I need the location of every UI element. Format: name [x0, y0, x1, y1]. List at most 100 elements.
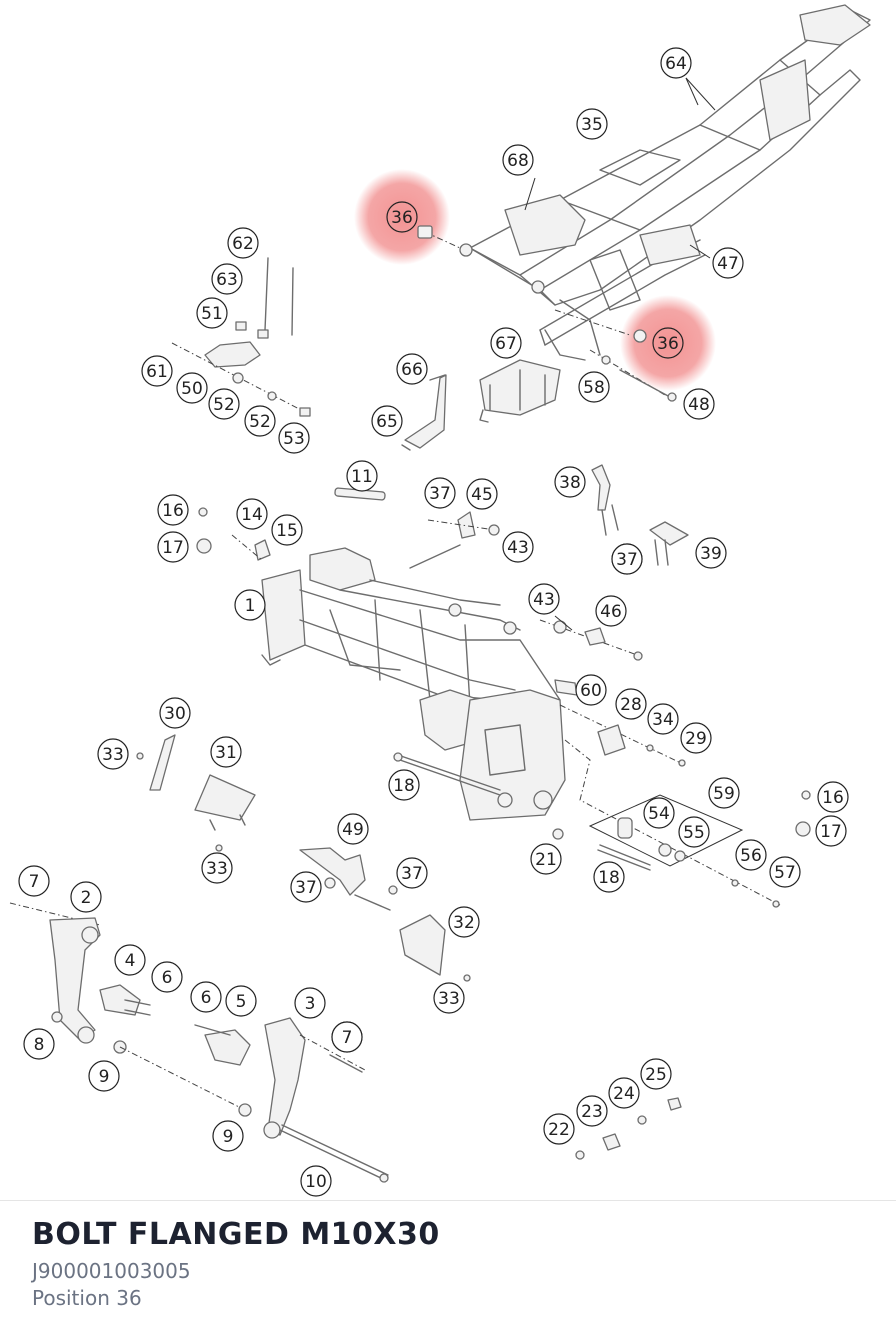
callout[interactable]: 58: [578, 371, 610, 403]
callout-circle: [176, 372, 208, 404]
callout-circle: [88, 1060, 120, 1092]
callout[interactable]: 7: [331, 1021, 363, 1053]
callout[interactable]: 29: [680, 722, 712, 754]
callout[interactable]: 2: [70, 881, 102, 913]
callout[interactable]: 4: [114, 944, 146, 976]
callout-label: 37: [401, 864, 423, 884]
callout[interactable]: 22: [543, 1113, 575, 1145]
callout[interactable]: 17: [815, 815, 847, 847]
callout[interactable]: 14: [236, 498, 268, 530]
callout[interactable]: 65: [371, 405, 403, 437]
callout[interactable]: 63: [211, 263, 243, 295]
callout[interactable]: 38: [554, 466, 586, 498]
callout-circle: [769, 856, 801, 888]
callout[interactable]: 59: [708, 777, 740, 809]
callout-label: 39: [700, 544, 722, 564]
callout[interactable]: 24: [608, 1077, 640, 1109]
callout[interactable]: 35: [576, 108, 608, 140]
callout[interactable]: 16: [817, 781, 849, 813]
callout-circle: [159, 697, 191, 729]
callout[interactable]: 11: [346, 460, 378, 492]
callout[interactable]: 34: [647, 703, 679, 735]
callout-circle: [70, 881, 102, 913]
callout[interactable]: 31: [210, 736, 242, 768]
callout[interactable]: 25: [640, 1058, 672, 1090]
callout[interactable]: 33: [97, 738, 129, 770]
callout[interactable]: 30: [159, 697, 191, 729]
callout[interactable]: 55: [678, 816, 710, 848]
callout[interactable]: 57: [769, 856, 801, 888]
callout[interactable]: 64: [660, 47, 692, 79]
callout[interactable]: 15: [271, 514, 303, 546]
callout[interactable]: 49: [337, 813, 369, 845]
callout[interactable]: 51: [196, 297, 228, 329]
callout[interactable]: 9: [212, 1120, 244, 1152]
callout[interactable]: 16: [157, 494, 189, 526]
callout[interactable]: 37: [396, 857, 428, 889]
callout-circle: [300, 1165, 332, 1197]
callout[interactable]: 56: [735, 839, 767, 871]
callout[interactable]: 45: [466, 478, 498, 510]
callout[interactable]: 6: [151, 961, 183, 993]
callout[interactable]: 37: [290, 871, 322, 903]
callout[interactable]: 33: [201, 852, 233, 884]
callout[interactable]: 39: [695, 537, 727, 569]
callout[interactable]: 1: [234, 589, 266, 621]
callout[interactable]: 3: [294, 987, 326, 1019]
callout-circle: [683, 388, 715, 420]
callout-circle: [815, 815, 847, 847]
callout[interactable]: 52: [208, 388, 240, 420]
callout[interactable]: 47: [712, 247, 744, 279]
callout[interactable]: 48: [683, 388, 715, 420]
callout[interactable]: 60: [575, 674, 607, 706]
callout-label: 43: [533, 590, 555, 610]
callout[interactable]: 43: [502, 531, 534, 563]
callout[interactable]: 17: [157, 531, 189, 563]
callout-label: 58: [583, 378, 605, 398]
callout[interactable]: 37: [424, 477, 456, 509]
callout-label: 45: [471, 485, 493, 505]
callout[interactable]: 28: [615, 688, 647, 720]
callout[interactable]: 18: [593, 861, 625, 893]
callout[interactable]: 7: [18, 865, 50, 897]
callout[interactable]: 37: [611, 543, 643, 575]
callout[interactable]: 54: [643, 797, 675, 829]
callout-label: 8: [34, 1035, 45, 1055]
callout[interactable]: 43: [528, 583, 560, 615]
callout[interactable]: 50: [176, 372, 208, 404]
callout[interactable]: 52: [244, 405, 276, 437]
callout[interactable]: 61: [141, 355, 173, 387]
callout[interactable]: 23: [576, 1095, 608, 1127]
callout-label: 37: [429, 484, 451, 504]
callout-circle: [190, 981, 222, 1013]
callout-label: 46: [600, 602, 622, 622]
callout-label: 22: [548, 1120, 570, 1140]
callout[interactable]: 67: [490, 327, 522, 359]
exploded-parts-diagram: 1234566777899101114151616171718182122232…: [9, 4, 871, 1197]
callout[interactable]: 68: [502, 144, 534, 176]
callout-label: 56: [740, 846, 762, 866]
callout[interactable]: 53: [278, 422, 310, 454]
callout-circle: [678, 816, 710, 848]
callout[interactable]: 66: [396, 353, 428, 385]
callout-highlighted[interactable]: 36: [652, 327, 684, 359]
callout[interactable]: 62: [227, 227, 259, 259]
callout[interactable]: 18: [388, 769, 420, 801]
callout[interactable]: 8: [23, 1028, 55, 1060]
callout-highlighted[interactable]: 36: [386, 201, 418, 233]
callout-circle: [210, 736, 242, 768]
callout-circle: [448, 906, 480, 938]
callout[interactable]: 32: [448, 906, 480, 938]
callout[interactable]: 6: [190, 981, 222, 1013]
callout[interactable]: 33: [433, 982, 465, 1014]
callout-circle: [201, 852, 233, 884]
callout[interactable]: 10: [300, 1165, 332, 1197]
callout-circle: [735, 839, 767, 871]
callout-circle: [643, 797, 675, 829]
callout[interactable]: 5: [225, 985, 257, 1017]
callout[interactable]: 46: [595, 595, 627, 627]
callout[interactable]: 9: [88, 1060, 120, 1092]
callout[interactable]: 21: [530, 843, 562, 875]
callout-label: 65: [376, 412, 398, 432]
callout-circle: [578, 371, 610, 403]
